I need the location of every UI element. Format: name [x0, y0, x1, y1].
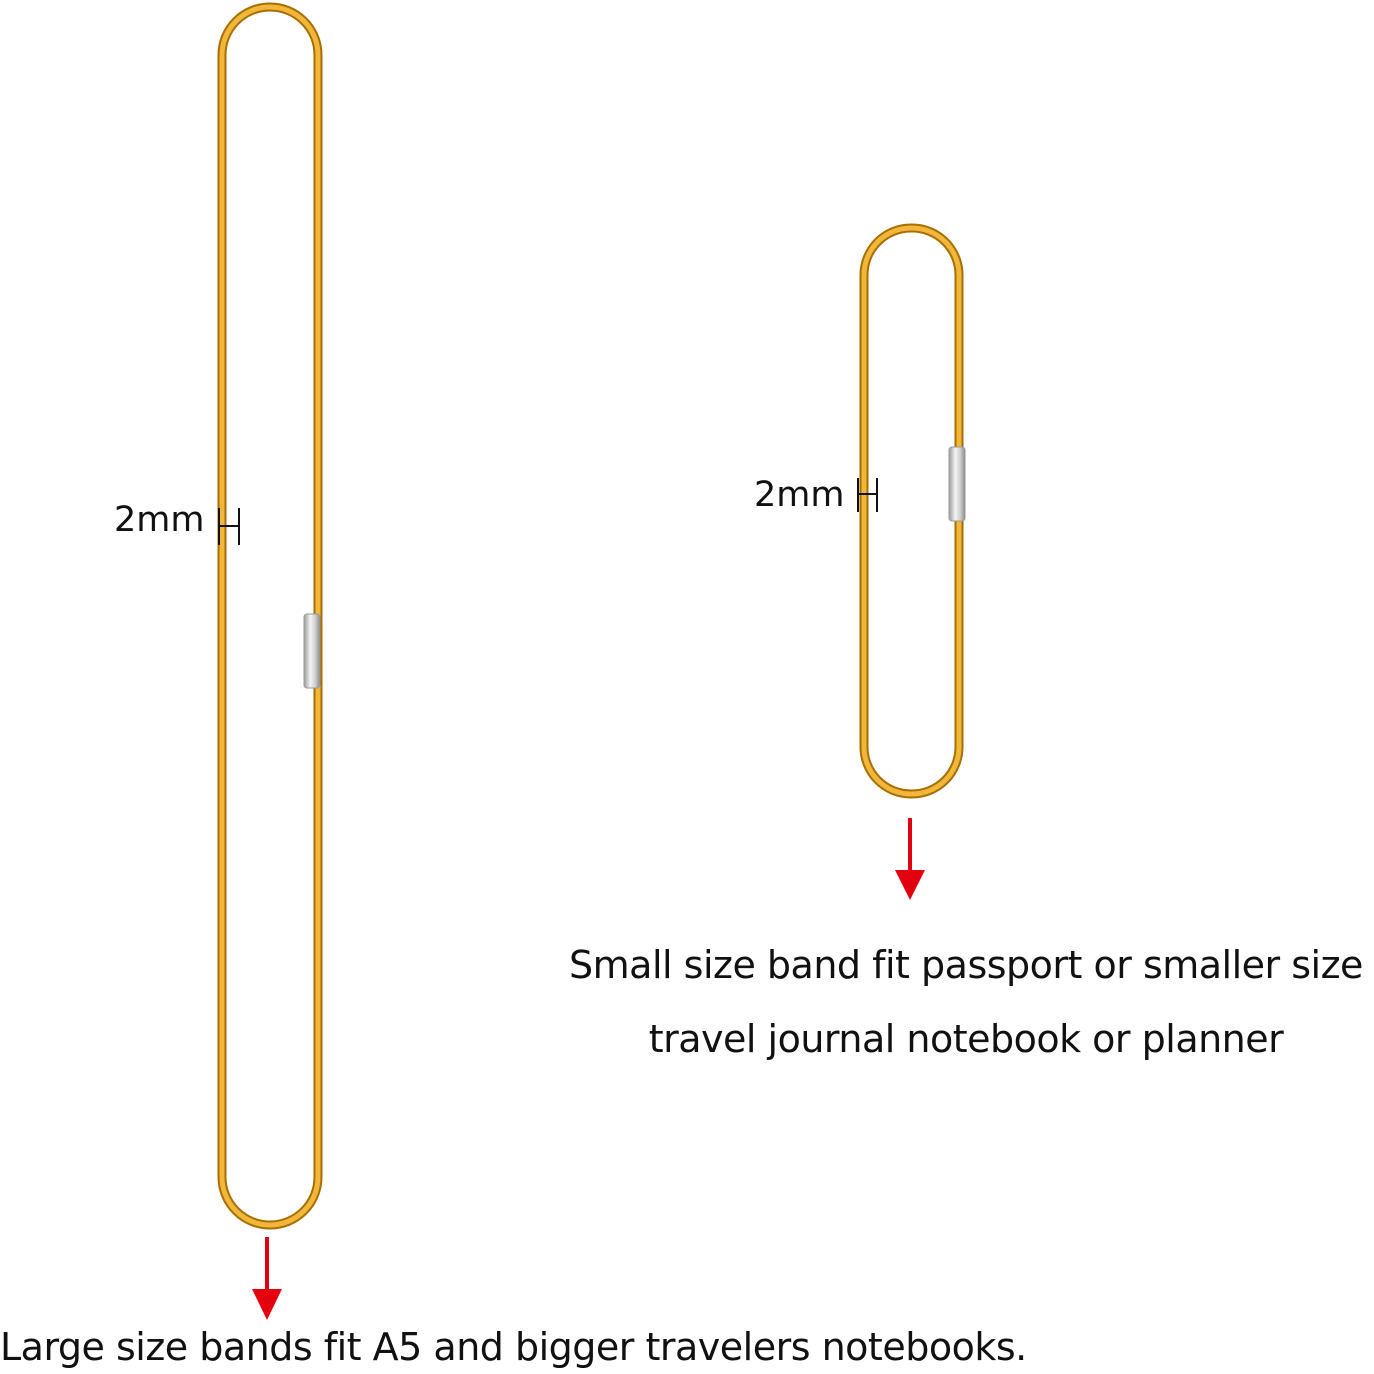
small-band-caption-line2: travel journal notebook or planner [648, 1017, 1284, 1061]
small-band-clasp [948, 446, 966, 522]
large-thickness-marker [218, 508, 240, 545]
large-band-caption: Large size bands fit A5 and bigger trave… [0, 1325, 1027, 1369]
small-band-caption-line1: Small size band fit passport or smaller … [569, 943, 1363, 987]
small-band-thickness-label: 2mm [754, 475, 845, 515]
large-elastic-band [217, 2, 323, 1230]
large-arrow-down-icon [252, 1237, 282, 1320]
small-band-loop [859, 223, 964, 799]
small-thickness-marker [857, 478, 878, 512]
large-band-clasp [303, 613, 321, 689]
small-arrow-down-icon [895, 818, 925, 900]
small-elastic-band [859, 223, 966, 799]
large-band-thickness-label: 2mm [114, 500, 205, 540]
small-band-loop-highlight [861, 225, 962, 797]
